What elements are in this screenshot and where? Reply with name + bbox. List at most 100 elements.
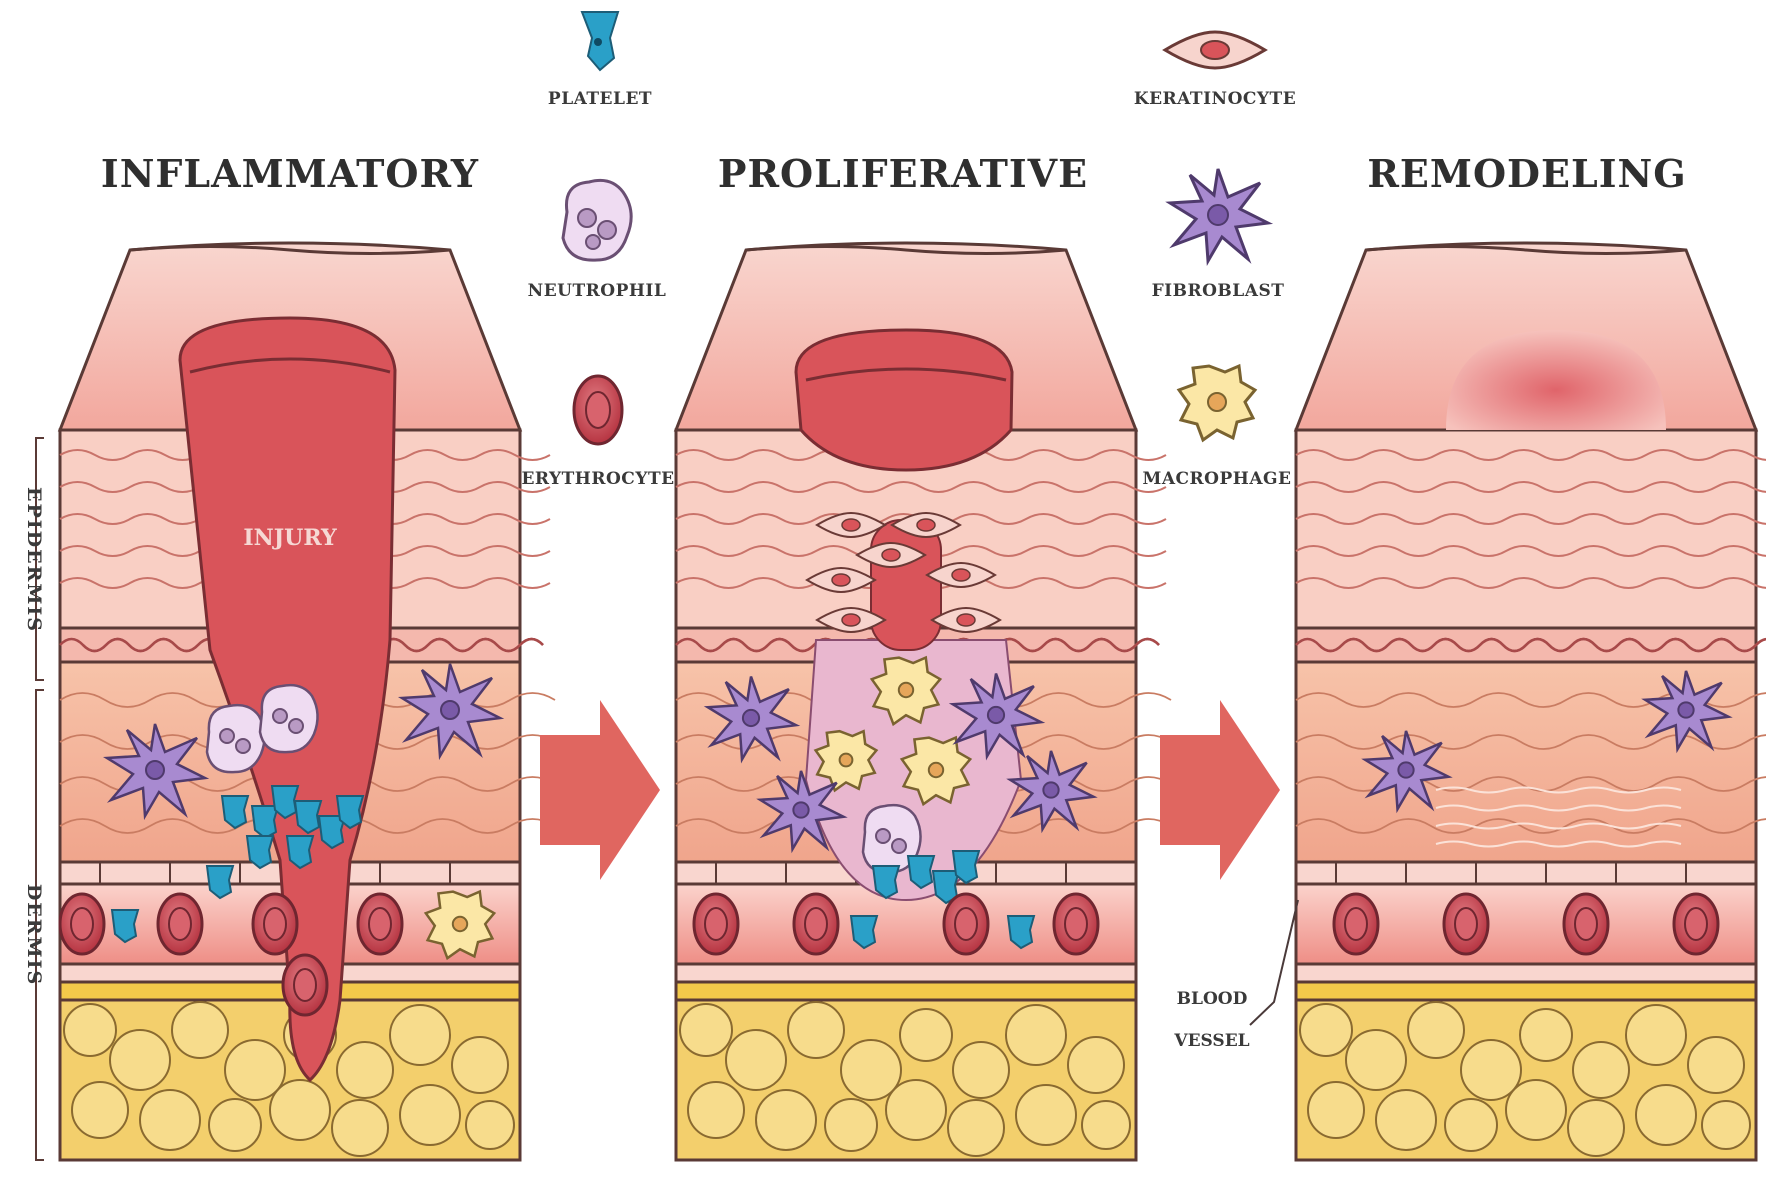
fat-cell [337, 1042, 393, 1098]
legend-label-macrophage: MACROPHAGE [1143, 469, 1292, 489]
fat-cell [688, 1082, 744, 1138]
fat-cell [680, 1004, 732, 1056]
fat-cell [1408, 1002, 1464, 1058]
neutrophil-lobe [220, 729, 234, 743]
fibroblast-nucleus [743, 710, 759, 726]
fat-cell [1068, 1037, 1124, 1093]
fat-cell [1376, 1090, 1436, 1150]
stage-title-inflammatory: INFLAMMATORY [101, 151, 479, 196]
fat-cell [452, 1037, 508, 1093]
epidermis-label: EPIDERMIS [23, 487, 45, 633]
fat-cell [1626, 1005, 1686, 1065]
keratinocyte-nucleus [832, 574, 850, 586]
arrow-right-icon [540, 700, 660, 880]
fat-cell [1006, 1005, 1066, 1065]
keratinocyte-nucleus [842, 614, 860, 626]
fat-cell [110, 1030, 170, 1090]
keratinocyte-nucleus [952, 569, 970, 581]
erythrocyte-center [955, 908, 977, 940]
fat-cell [825, 1099, 877, 1151]
legend-label-fibroblast: FIBROBLAST [1152, 281, 1285, 301]
erythrocyte-center [1685, 908, 1707, 940]
erythrocyte-center [1455, 908, 1477, 940]
fat-cell [948, 1100, 1004, 1156]
fibroblast-nucleus [1398, 762, 1413, 777]
neutrophil-icon [207, 705, 265, 772]
fibroblast-nucleus [1678, 702, 1693, 717]
erythrocyte-center [1065, 908, 1087, 940]
fat-cell [1636, 1085, 1696, 1145]
fibroblast-nucleus [441, 701, 459, 719]
fat-cell [1346, 1030, 1406, 1090]
fat-cell [209, 1099, 261, 1151]
vessel-wall-bottom [676, 964, 1136, 982]
fibroblast-icon [1170, 169, 1268, 261]
blood-vessel-label-line1: BLOOD [1177, 989, 1248, 1009]
erythrocyte-center [805, 908, 827, 940]
erythrocyte-center [169, 908, 191, 940]
fat-cell [756, 1090, 816, 1150]
legend-label-platelet: PLATELET [548, 89, 652, 109]
fat-cell [390, 1005, 450, 1065]
stage-title-remodeling: REMODELING [1367, 151, 1686, 196]
neutrophil-lobe [892, 839, 906, 853]
fat-cell [466, 1101, 514, 1149]
fibroblast-nucleus [793, 802, 808, 817]
vessel-wall-bottom [1296, 964, 1756, 982]
fat-cell [1308, 1082, 1364, 1138]
fat-cell [726, 1030, 786, 1090]
stage-title-proliferative: PROLIFERATIVE [718, 151, 1088, 196]
fat-cell [72, 1082, 128, 1138]
neutrophil-lobe [273, 709, 287, 723]
panel-proliferative [676, 243, 1171, 1160]
fibroblast-nucleus [146, 761, 164, 779]
fat-cell [1082, 1101, 1130, 1149]
legend-label-erythrocyte: ERYTHROCYTE [521, 469, 674, 489]
fat-cell [886, 1080, 946, 1140]
erythrocyte-icon [574, 376, 622, 444]
fat-cell [1520, 1009, 1572, 1061]
macrophage-nucleus [840, 754, 853, 767]
blood-vessel-pointer [1250, 900, 1298, 1025]
fat-cell [1702, 1101, 1750, 1149]
injury-label: INJURY [243, 525, 337, 551]
panel-remodeling [1296, 243, 1766, 1160]
fibroblast-nucleus [1043, 782, 1058, 797]
keratinocyte-nucleus [882, 549, 900, 561]
fat-cell [270, 1080, 330, 1140]
blood-vessel-label-line2: VESSEL [1173, 1031, 1249, 1051]
fat-cell [1688, 1037, 1744, 1093]
erythrocyte-center [1575, 908, 1597, 940]
fibroblast-nucleus [988, 707, 1004, 723]
epidermis-layer [1296, 430, 1756, 630]
keratinocyte-nucleus [842, 519, 860, 531]
fat-base [676, 982, 1136, 1000]
macrophage-nucleus [929, 763, 943, 777]
fat-cell [140, 1090, 200, 1150]
erythrocyte-center [369, 908, 391, 940]
fat-cell [788, 1002, 844, 1058]
fat-cell [1445, 1099, 1497, 1151]
healing-wound [796, 330, 1012, 470]
erythrocyte-center [294, 969, 316, 1001]
fat-cell [172, 1002, 228, 1058]
legend-label-keratinocyte: KERATINOCYTE [1134, 89, 1296, 109]
erythrocyte-center [705, 908, 727, 940]
fat-cell [64, 1004, 116, 1056]
neutrophil-lobe [236, 739, 250, 753]
fat-cell [400, 1085, 460, 1145]
dermis-label: DERMIS [23, 884, 45, 986]
macrophage-icon [1179, 366, 1255, 440]
neutrophil-icon [563, 180, 631, 260]
keratinocyte-nucleus [957, 614, 975, 626]
fat-cell [1016, 1085, 1076, 1145]
erythrocyte-center [71, 908, 93, 940]
panel-inflammatory [60, 243, 555, 1160]
fat-cell [1568, 1100, 1624, 1156]
erythrocyte-center [1345, 908, 1367, 940]
fat-base [1296, 982, 1756, 1000]
erythrocyte-center [264, 908, 286, 940]
macrophage-nucleus [453, 917, 467, 931]
neutrophil-lobe [289, 719, 303, 733]
